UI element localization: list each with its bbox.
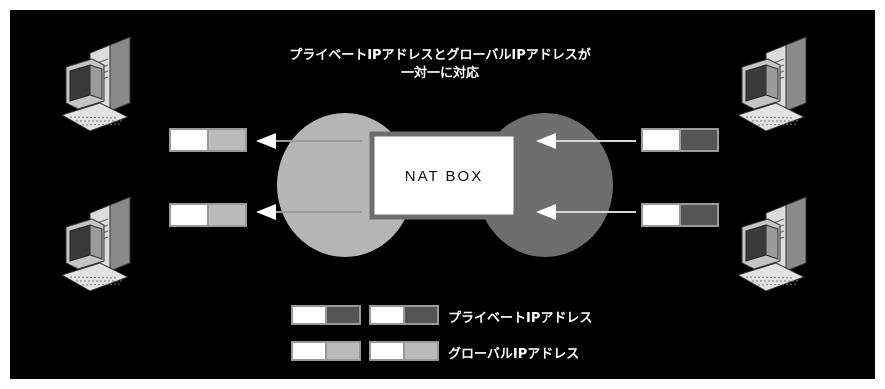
legend-global-label: グローバルIPアドレス bbox=[448, 347, 580, 362]
computer-icon-top-left bbox=[61, 36, 131, 132]
computer-icon-top-right bbox=[737, 36, 807, 132]
computer-icon-bottom-right bbox=[737, 196, 807, 292]
diagram-title: プライベートIPアドレスとグローバルIPアドレスが 一対一に対応 bbox=[230, 47, 650, 83]
computer-icon-bottom-left bbox=[61, 196, 131, 292]
legend-private-label: プライベートIPアドレス bbox=[448, 311, 593, 326]
address-pair-bottom-right bbox=[641, 203, 719, 227]
title-line-2: 一対一に対応 bbox=[400, 66, 479, 81]
address-pair-top-left bbox=[169, 128, 247, 152]
legend-private-swatches bbox=[291, 305, 439, 325]
address-pair-top-right bbox=[641, 128, 719, 152]
address-pair-bottom-left bbox=[169, 203, 247, 227]
nat-box bbox=[369, 131, 519, 220]
title-line-1: プライベートIPアドレスとグローバルIPアドレスが bbox=[289, 48, 591, 63]
legend-global-swatches bbox=[291, 341, 439, 361]
nat-box-label: NAT BOX bbox=[404, 168, 484, 185]
